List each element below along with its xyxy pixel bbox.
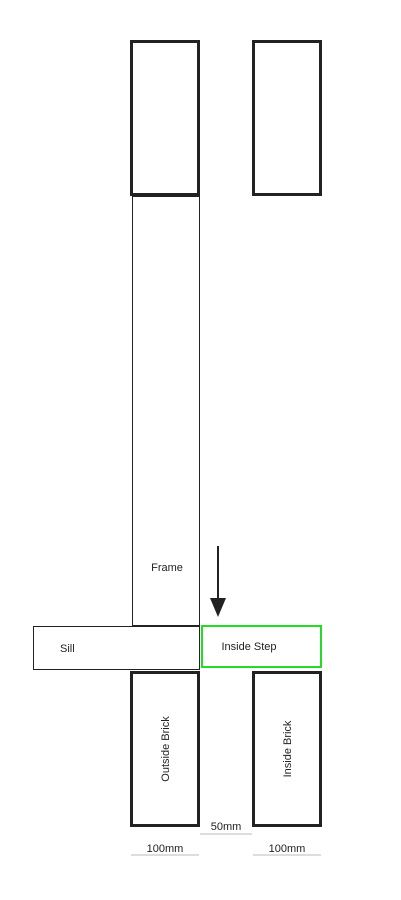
frame-label: Frame — [151, 562, 183, 574]
inside-brick — [252, 671, 322, 827]
inside-brick-width-label: 100mm — [269, 843, 306, 855]
down-arrow-icon — [210, 546, 226, 617]
outside-brick — [130, 671, 200, 827]
inside-step — [201, 625, 322, 668]
upper-inside-brick — [252, 40, 322, 196]
sill-label: Sill — [60, 643, 75, 655]
outside-brick-label: Outside Brick — [160, 716, 172, 782]
inside-step-label: Inside Step — [221, 641, 276, 653]
sill — [33, 626, 200, 670]
upper-outside-brick — [130, 40, 200, 196]
inside-brick-label: Inside Brick — [282, 720, 294, 777]
gap-dimension-label: 50mm — [211, 821, 242, 833]
outside-brick-width-label: 100mm — [147, 843, 184, 855]
frame — [132, 196, 200, 626]
